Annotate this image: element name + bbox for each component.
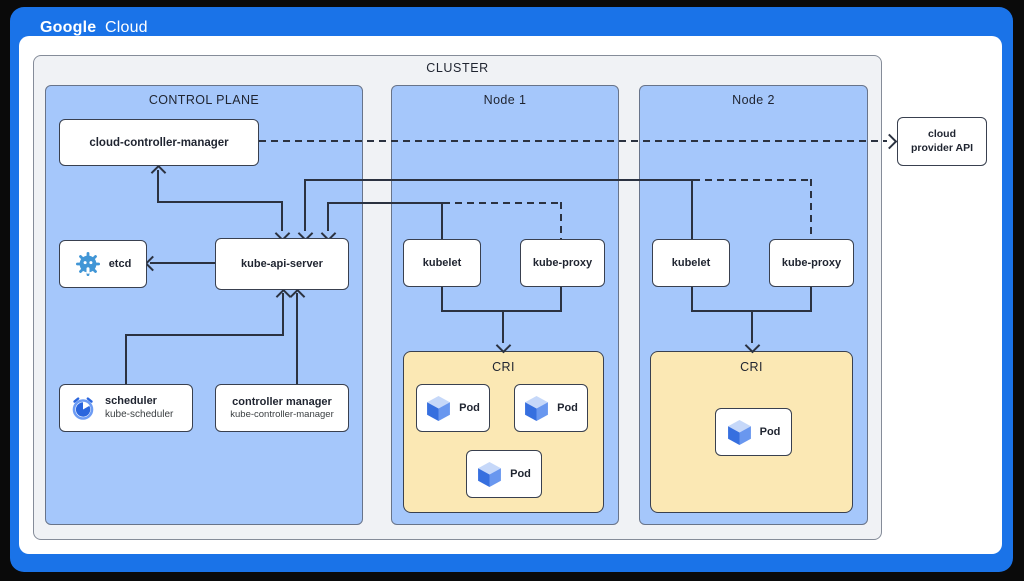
connector-scheduler-v2	[125, 334, 127, 384]
connector-node2-into-api-v	[304, 179, 306, 231]
connector-scheduler-v1	[282, 293, 284, 336]
connector-node2-kubeproxy-h	[693, 179, 811, 181]
node2-kube-proxy-box: kube-proxy	[769, 239, 854, 287]
node1-label: Node 1	[483, 93, 527, 107]
node1-pod2-label: Pod	[557, 402, 578, 414]
node2-cri-label: CRI	[740, 360, 763, 374]
connector-n1-kubelet-down	[441, 287, 443, 312]
controller-manager-box: controller manager kube-controller-manag…	[215, 384, 349, 432]
cube-icon	[727, 419, 752, 446]
connector-cmgr-v	[296, 293, 298, 384]
connector-ccm-to-cloud-api	[259, 140, 887, 142]
etcd-label: etcd	[108, 258, 132, 270]
connector-scheduler-h	[125, 334, 283, 336]
node2-pod1-label: Pod	[759, 426, 781, 438]
scheduler-label: scheduler	[105, 394, 157, 407]
scheduler-sublabel: kube-scheduler	[105, 408, 174, 420]
node2-kube-proxy-label: kube-proxy	[781, 257, 842, 269]
connector-node1-into-api-v	[327, 202, 329, 231]
connector-node1-kubeproxy-v	[560, 202, 562, 239]
connector-n1-kubeproxy-down	[560, 287, 562, 312]
scheduler-box: scheduler kube-scheduler	[59, 384, 193, 432]
cube-icon	[426, 395, 451, 422]
cloud-controller-manager-box: cloud-controller-manager	[59, 119, 259, 166]
cluster-label: CLUSTER	[426, 61, 489, 75]
node1-kubelet-box: kubelet	[403, 239, 481, 287]
connector-n2-into-cri	[751, 310, 753, 343]
node1-pod1-label: Pod	[459, 402, 480, 414]
node1-kubelet-label: kubelet	[422, 257, 462, 269]
connector-api-to-etcd	[150, 262, 215, 264]
connector-node2-kubelet-v	[691, 179, 693, 239]
node2-kubelet-label: kubelet	[671, 257, 711, 269]
node2-pod1-box: Pod	[715, 408, 792, 456]
connector-node2-kubeproxy-v	[810, 179, 812, 239]
cloud-controller-manager-label: cloud-controller-manager	[89, 136, 229, 149]
google-cloud-logo: Google Cloud	[40, 19, 148, 37]
cloud-provider-api-line2: provider API	[910, 141, 974, 154]
node1-pod1-box: Pod	[416, 384, 490, 432]
node1-cri-label: CRI	[492, 360, 515, 374]
etcd-gear-icon	[75, 251, 101, 277]
node2-kubelet-box: kubelet	[652, 239, 730, 287]
connector-node1-kubelet-h	[327, 202, 443, 204]
control-plane-label: CONTROL PLANE	[148, 93, 260, 107]
controller-manager-sublabel: kube-controller-manager	[230, 408, 334, 420]
node2-label: Node 2	[732, 93, 775, 107]
alarm-clock-icon	[69, 394, 97, 422]
brand-google: Google	[40, 19, 97, 36]
connector-node1-kubeproxy-h	[443, 202, 561, 204]
connector-n2-kubelet-down	[691, 287, 693, 312]
connector-node2-kubelet-h	[304, 179, 693, 181]
node1-kube-proxy-box: kube-proxy	[520, 239, 605, 287]
connector-n1-into-cri	[502, 310, 504, 343]
connector-api-ccm-v1	[157, 170, 159, 203]
kube-api-server-box: kube-api-server	[215, 238, 349, 290]
node1-kube-proxy-label: kube-proxy	[532, 257, 593, 269]
node1-pod3-label: Pod	[510, 468, 531, 480]
connector-node1-kubelet-v	[441, 202, 443, 239]
etcd-box: etcd	[59, 240, 147, 288]
cloud-provider-api-box: cloud provider API	[897, 117, 987, 166]
connector-n1-merge-h	[441, 310, 562, 312]
controller-manager-label: controller manager	[232, 395, 332, 408]
cube-icon	[524, 395, 549, 422]
node1-pod3-box: Pod	[466, 450, 542, 498]
kube-api-server-label: kube-api-server	[241, 258, 323, 270]
cube-icon	[477, 461, 502, 488]
cloud-provider-api-line1: cloud	[928, 127, 956, 140]
connector-api-ccm-v2	[281, 201, 283, 231]
connector-n2-kubeproxy-down	[810, 287, 812, 312]
node1-pod2-box: Pod	[514, 384, 588, 432]
connector-api-ccm-h	[157, 201, 283, 203]
brand-cloud: Cloud	[104, 19, 148, 36]
